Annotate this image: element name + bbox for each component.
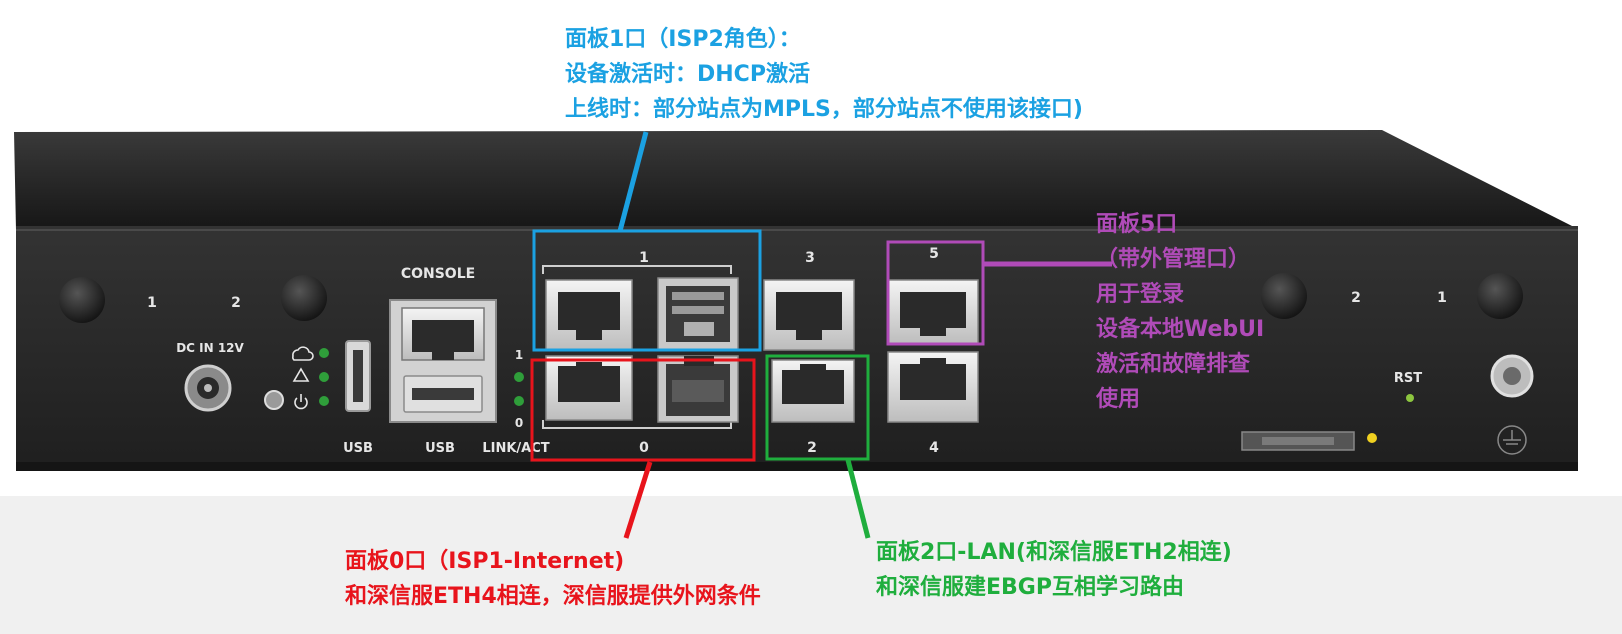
- cloud-icon: [292, 346, 314, 361]
- rj45-port-4: [887, 351, 979, 423]
- console-rj45-clip: [432, 352, 454, 360]
- callout-oob-line-4: 设备本地WebUI: [1096, 317, 1265, 342]
- link-0-label: 0: [515, 416, 523, 430]
- console-label: CONSOLE: [401, 266, 475, 282]
- leader-line-blue: [617, 131, 649, 232]
- antenna-left-2-label: 2: [231, 295, 241, 311]
- sfp-port-top: [657, 277, 739, 351]
- callout-isp2: 面板1口（ISP2角色）： 设备激活时：DHCP激活 上线时：部分站点为MPLS…: [565, 22, 1083, 127]
- rst-led: [1406, 394, 1414, 402]
- usb-port-horizontal-tongue: [412, 388, 474, 400]
- lower-background-band: [0, 496, 1622, 634]
- sim-slot-inner: [1262, 437, 1334, 445]
- status-led-power: [319, 396, 329, 406]
- antenna-right-2-label: 2: [1351, 290, 1361, 306]
- rj45-port-5: [887, 279, 979, 345]
- console-rj45-socket: [412, 320, 474, 352]
- port-0-label: 0: [639, 440, 649, 456]
- usb-label-2: USB: [425, 441, 455, 456]
- highlight-box-port-2: [765, 354, 870, 461]
- usb-label-1: USB: [343, 441, 373, 456]
- antenna-knob-right-2: [1261, 273, 1307, 319]
- status-led-warning: [319, 372, 329, 382]
- status-led-cloud: [319, 348, 329, 358]
- rst-label: RST: [1394, 371, 1422, 386]
- usb-port-vertical-tongue: [353, 350, 363, 402]
- callout-isp2-line-2: 设备激活时：DHCP激活: [565, 62, 810, 87]
- antenna-knob-right-1: [1477, 273, 1523, 319]
- antenna-left-1-label: 1: [147, 295, 157, 311]
- ground-screw-inner: [1503, 367, 1521, 385]
- leader-line-red: [623, 461, 653, 539]
- link-led-1: [514, 372, 524, 382]
- chassis-front-bottom-edge: [16, 462, 1578, 471]
- sfp-port-bottom: [657, 355, 739, 423]
- rj45-port-0: [545, 355, 633, 421]
- port-group-top-bracket: [542, 265, 732, 274]
- link-led-0: [514, 396, 524, 406]
- rj45-port-2: [771, 359, 855, 423]
- callout-isp2-line-1: 面板1口（ISP2角色）：: [565, 27, 801, 52]
- antenna-knob-left-2: [281, 275, 327, 321]
- sim-led: [1367, 433, 1377, 443]
- callout-isp1: 面板0口（ISP1-Internet) 和深信服ETH4相连，深信服提供外网条件: [345, 544, 761, 614]
- callout-lan: 面板2口-LAN(和深信服ETH2相连) 和深信服建EBGP互相学习路由: [876, 535, 1232, 605]
- callout-oob-line-1: 面板5口: [1096, 212, 1178, 237]
- callout-oob: 面板5口 （带外管理口） 用于登录 设备本地WebUI 激活和故障排查 使用: [1096, 207, 1264, 417]
- callout-isp1-line-1: 面板0口（ISP1-Internet): [345, 549, 625, 574]
- port-3-label: 3: [805, 250, 815, 266]
- port-4-label: 4: [929, 440, 939, 456]
- rj45-port-1: [545, 279, 633, 351]
- callout-lan-line-2: 和深信服建EBGP互相学习路由: [876, 575, 1184, 600]
- callout-lan-line-1: 面板2口-LAN(和深信服ETH2相连): [876, 540, 1232, 565]
- highlight-box-port-1: [532, 229, 762, 352]
- highlight-box-port-5: [886, 240, 985, 346]
- callout-isp1-line-2: 和深信服ETH4相连，深信服提供外网条件: [345, 584, 761, 609]
- link-1-label: 1: [515, 348, 523, 362]
- callout-oob-line-2: （带外管理口）: [1096, 247, 1251, 272]
- power-icon: [294, 394, 308, 410]
- link-act-label: LINK/ACT: [482, 441, 549, 456]
- rj45-port-3: [763, 279, 855, 351]
- power-button: [264, 390, 284, 410]
- port-2-label: 2: [807, 440, 817, 456]
- dc-jack-pin: [204, 384, 212, 392]
- callout-oob-line-6: 使用: [1096, 387, 1141, 412]
- antenna-right-1-label: 1: [1437, 290, 1447, 306]
- callout-isp2-line-3: 上线时：部分站点为MPLS，部分站点不使用该接口): [565, 97, 1083, 122]
- warning-icon: [292, 367, 310, 382]
- ground-symbol-icon: [1497, 425, 1527, 455]
- callout-oob-line-3: 用于登录: [1096, 282, 1185, 307]
- highlight-box-port-0: [530, 358, 756, 462]
- antenna-knob-left-1: [59, 277, 105, 323]
- port-1-label: 1: [639, 250, 649, 266]
- port-group-bottom-bracket: [542, 420, 732, 429]
- port-5-label: 5: [929, 246, 939, 262]
- chassis-top: [14, 130, 1572, 230]
- dc-in-label: DC IN 12V: [176, 341, 244, 355]
- callout-oob-line-5: 激活和故障排查: [1096, 352, 1251, 377]
- leader-line-green: [845, 459, 871, 539]
